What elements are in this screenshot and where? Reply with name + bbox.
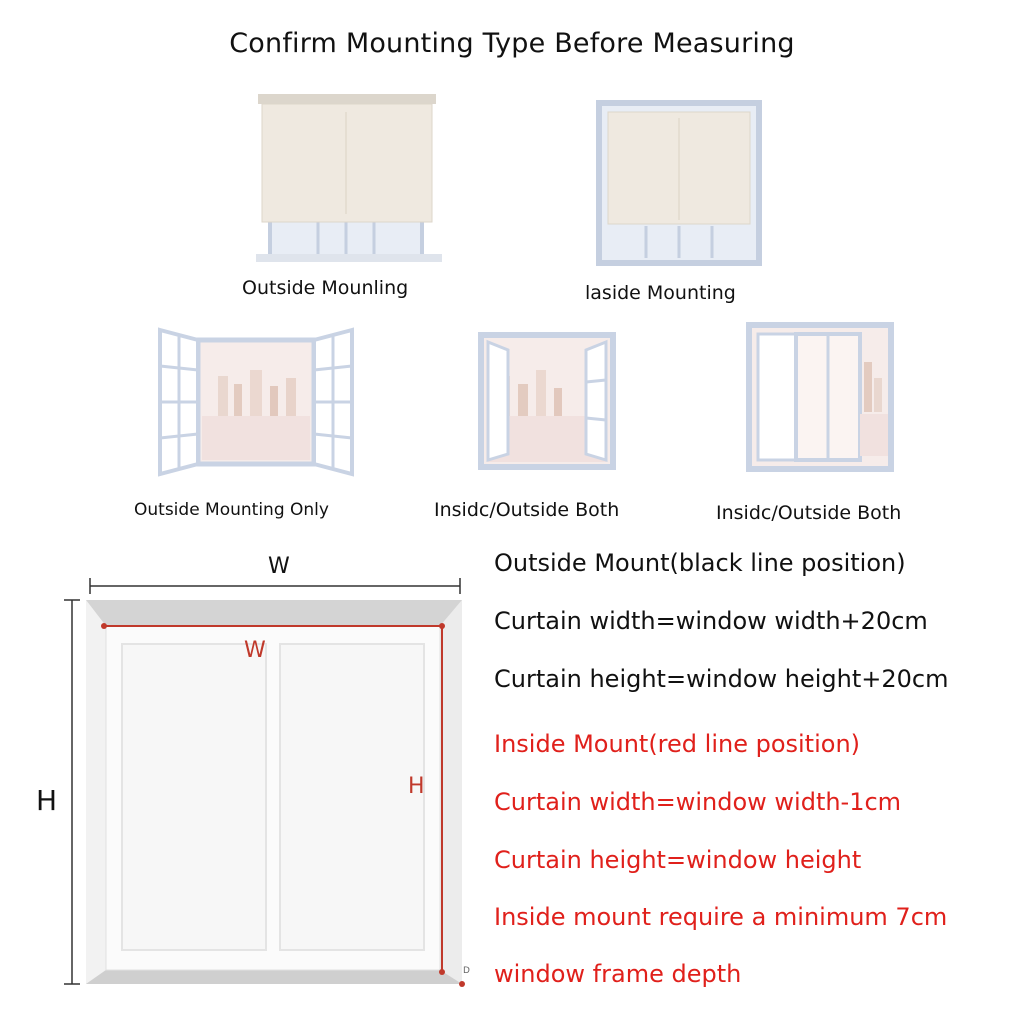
inward-window-image bbox=[478, 332, 616, 470]
caption-outside-mounling: Outside Mounling bbox=[242, 277, 409, 299]
inside-depth-rule-line1: Inside mount require a minimum 7cm bbox=[494, 903, 948, 931]
inside-mount-heading: Inside Mount(red line position) bbox=[494, 730, 861, 758]
inside-width-rule: Curtain width=window width-1cm bbox=[494, 788, 902, 816]
page-title: Confirm Mounting Type Before Measuring bbox=[229, 28, 795, 59]
measurement-diagram bbox=[64, 578, 465, 987]
caption-outside-mounting-only: Outside Mounting Only bbox=[134, 500, 329, 520]
outer-width-label: W bbox=[268, 554, 290, 579]
inside-mount-shade-image bbox=[596, 100, 762, 266]
outside-height-rule: Curtain height=window height+20cm bbox=[494, 665, 949, 693]
inner-width-label: W bbox=[244, 638, 266, 663]
depth-corner-mark: D bbox=[463, 966, 470, 976]
caption-inside-outside-both-2: Insidc/Outside Both bbox=[716, 502, 902, 524]
outside-width-rule: Curtain width=window width+20cm bbox=[494, 607, 928, 635]
outside-mount-heading: Outside Mount(black line position) bbox=[494, 549, 906, 577]
sliding-window-image bbox=[746, 322, 894, 472]
outside-mount-shade-image bbox=[256, 94, 442, 262]
casement-window-image bbox=[158, 327, 354, 477]
inner-height-label: H bbox=[408, 774, 425, 799]
caption-laside-mounting: laside Mounting bbox=[585, 282, 736, 304]
inside-height-rule: Curtain height=window height bbox=[494, 846, 862, 874]
outer-height-label: H bbox=[36, 784, 58, 817]
inside-depth-rule-line2: window frame depth bbox=[494, 960, 742, 988]
caption-inside-outside-both-1: Insidc/Outside Both bbox=[434, 499, 620, 521]
